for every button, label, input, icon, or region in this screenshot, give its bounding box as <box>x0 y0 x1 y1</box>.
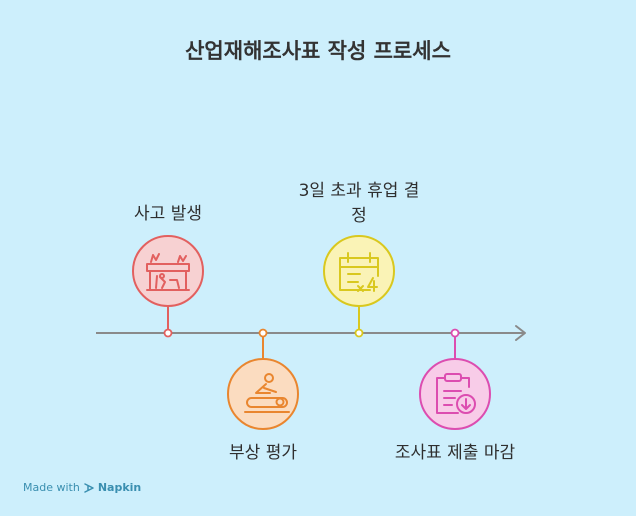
timeline-arrowhead <box>515 325 526 341</box>
step-3-label: 3일 초과 휴업 결 정 <box>279 179 439 229</box>
step-4-label: 조사표 제출 마감 <box>394 443 516 463</box>
page-title: 산업재해조사표 작성 프로세스 <box>185 39 451 63</box>
step-4-circle <box>419 358 491 430</box>
clipboard-download-icon <box>436 373 476 414</box>
step-3-label-line-2: 정 <box>351 206 367 226</box>
napkin-watermark[interactable]: Made with Napkin <box>23 481 141 494</box>
step-3 <box>323 235 395 338</box>
step-1-label: 사고 발생 <box>134 204 202 224</box>
step-2-marker <box>258 328 268 338</box>
step-3-marker <box>354 328 364 338</box>
watermark-prefix: Made with <box>23 481 80 494</box>
step-4 <box>419 328 491 430</box>
watermark-brand: Napkin <box>97 481 142 494</box>
step-1 <box>132 235 204 338</box>
calendar-multiply-icon <box>339 252 379 292</box>
step-3-circle <box>323 235 395 307</box>
injury-treatment-icon <box>244 373 290 413</box>
step-3-label-line-1: 3일 초과 휴업 결 <box>298 181 420 201</box>
step-2-label: 부상 평가 <box>229 443 297 463</box>
step-4-marker <box>450 328 460 338</box>
napkin-logo-icon <box>84 482 94 493</box>
workplace-accident-icon <box>146 253 190 291</box>
step-1-marker <box>163 328 173 338</box>
step-2 <box>227 328 299 430</box>
